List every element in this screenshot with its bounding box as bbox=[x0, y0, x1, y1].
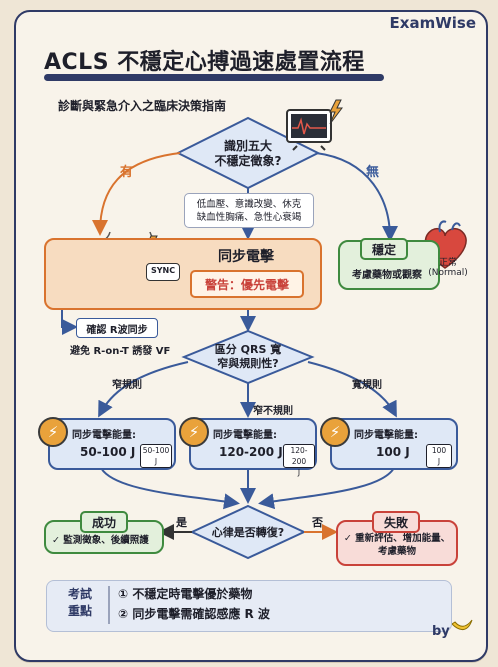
branch-wide-regular: 寬規則 bbox=[352, 380, 382, 391]
energy-1-value: 50-100 J bbox=[80, 445, 136, 459]
normal-line1: 正常 bbox=[438, 258, 457, 268]
sync-tag: SYNC bbox=[146, 263, 180, 281]
confirm-r-wave-box: 確認 R波同步 bbox=[76, 318, 158, 338]
decision2-line1: 區分 QRS 寬 bbox=[214, 343, 282, 356]
sync-tag-text: SYNC bbox=[150, 266, 176, 275]
confirm-label: 確認 R波同步 bbox=[86, 325, 148, 336]
brand-logo: ExamWise bbox=[389, 14, 476, 32]
decision-unstable-signs: 識別五大不穩定徵象? bbox=[198, 138, 298, 170]
footer-by: by bbox=[432, 624, 450, 639]
no-label: 無 bbox=[366, 165, 380, 180]
page-subtitle: 診斷與緊急介入之臨床決策指南 bbox=[58, 99, 227, 113]
sync-shock-title: 同步電擊 bbox=[218, 249, 274, 265]
normal-label: 正常 (Normal) bbox=[428, 258, 468, 278]
energy-3-value: 100 J bbox=[376, 445, 410, 459]
title-underline bbox=[44, 74, 384, 81]
success-tag: 成功 bbox=[80, 511, 128, 533]
unstable-signs-box: 低血壓、意識改變、休克 缺血性胸痛、急性心衰竭 bbox=[184, 193, 314, 228]
branch-narrow-regular: 窄規則 bbox=[112, 380, 142, 391]
stable-title: 穩定 bbox=[371, 243, 396, 257]
failure-tag: 失敗 bbox=[372, 511, 420, 533]
energy-1-label: 同步電擊能量: bbox=[72, 430, 136, 441]
decision1-line2: 不穩定徵象? bbox=[214, 154, 282, 168]
exam-label-1: 考試 bbox=[67, 587, 92, 601]
success-desc: ✓ 監測徵象、後續照護 bbox=[52, 535, 149, 546]
exam-divider bbox=[108, 586, 110, 624]
decision-qrs: 區分 QRS 寬窄與規則性? bbox=[200, 343, 296, 371]
warning-badge: 警告：優先電擊 bbox=[190, 270, 304, 298]
lightning-icon: ⚡ bbox=[38, 417, 68, 447]
energy-2-tag1: 120-200 bbox=[290, 446, 308, 466]
exam-point-1: ① 不穩定時電擊優於藥物 bbox=[118, 587, 253, 601]
exam-label-2: 重點 bbox=[67, 604, 92, 618]
no2-label: 否 bbox=[312, 516, 323, 529]
exam-point-2: ② 同步電擊需確認感應 R 波 bbox=[118, 607, 270, 621]
signs-line1: 低血壓、意識改變、休克 bbox=[196, 199, 302, 210]
sync-shock-box bbox=[44, 238, 322, 310]
energy-3-label: 同步電擊能量: bbox=[354, 430, 418, 441]
confirm-note: 避免 R-on-T 誘發 VF bbox=[70, 346, 171, 357]
lightning-icon: ⚡ bbox=[320, 417, 350, 447]
decision2-line2: 窄與規則性? bbox=[217, 357, 279, 370]
ecg-monitor-icon bbox=[286, 99, 343, 151]
failure-title: 失敗 bbox=[383, 516, 408, 530]
warning-text: 警告：優先電擊 bbox=[204, 278, 289, 292]
energy-1-tag2: J bbox=[154, 457, 158, 466]
exam-points-box bbox=[46, 580, 452, 632]
banana-icon bbox=[451, 619, 473, 630]
page-title: ACLS 不穩定心搏過速處置流程 bbox=[44, 50, 365, 75]
stable-tag: 穩定 bbox=[360, 238, 408, 260]
energy-2-label: 同步電擊能量: bbox=[213, 430, 277, 441]
signs-line2: 缺血性胸痛、急性心衰竭 bbox=[196, 212, 302, 223]
failure-line1: ✓ 重新評估、增加能量、 bbox=[343, 533, 451, 544]
decision-converted: 心律是否轉復? bbox=[211, 526, 285, 539]
failure-line2: 考慮藥物 bbox=[377, 546, 416, 557]
decision1-line1: 識別五大 bbox=[223, 139, 272, 153]
success-title: 成功 bbox=[91, 516, 116, 530]
energy-2-tag2: J bbox=[297, 468, 301, 477]
energy-1-tag1: 50-100 bbox=[142, 446, 170, 455]
energy-2-value: 120-200 J bbox=[219, 445, 283, 459]
exam-label: 考試 重點 bbox=[58, 586, 102, 620]
normal-line2: (Normal) bbox=[428, 268, 468, 278]
energy-3-tag1: 100 bbox=[431, 446, 447, 455]
energy-3-tag2: J bbox=[437, 457, 441, 466]
branch-narrow-irregular: 窄不規則 bbox=[253, 406, 293, 417]
decision-diamond-3 bbox=[189, 504, 307, 560]
lightning-icon: ⚡ bbox=[179, 417, 209, 447]
stable-desc: 考慮藥物或觀察 bbox=[352, 270, 422, 281]
yes2-label: 是 bbox=[176, 516, 187, 529]
yes-label: 有 bbox=[120, 165, 134, 180]
